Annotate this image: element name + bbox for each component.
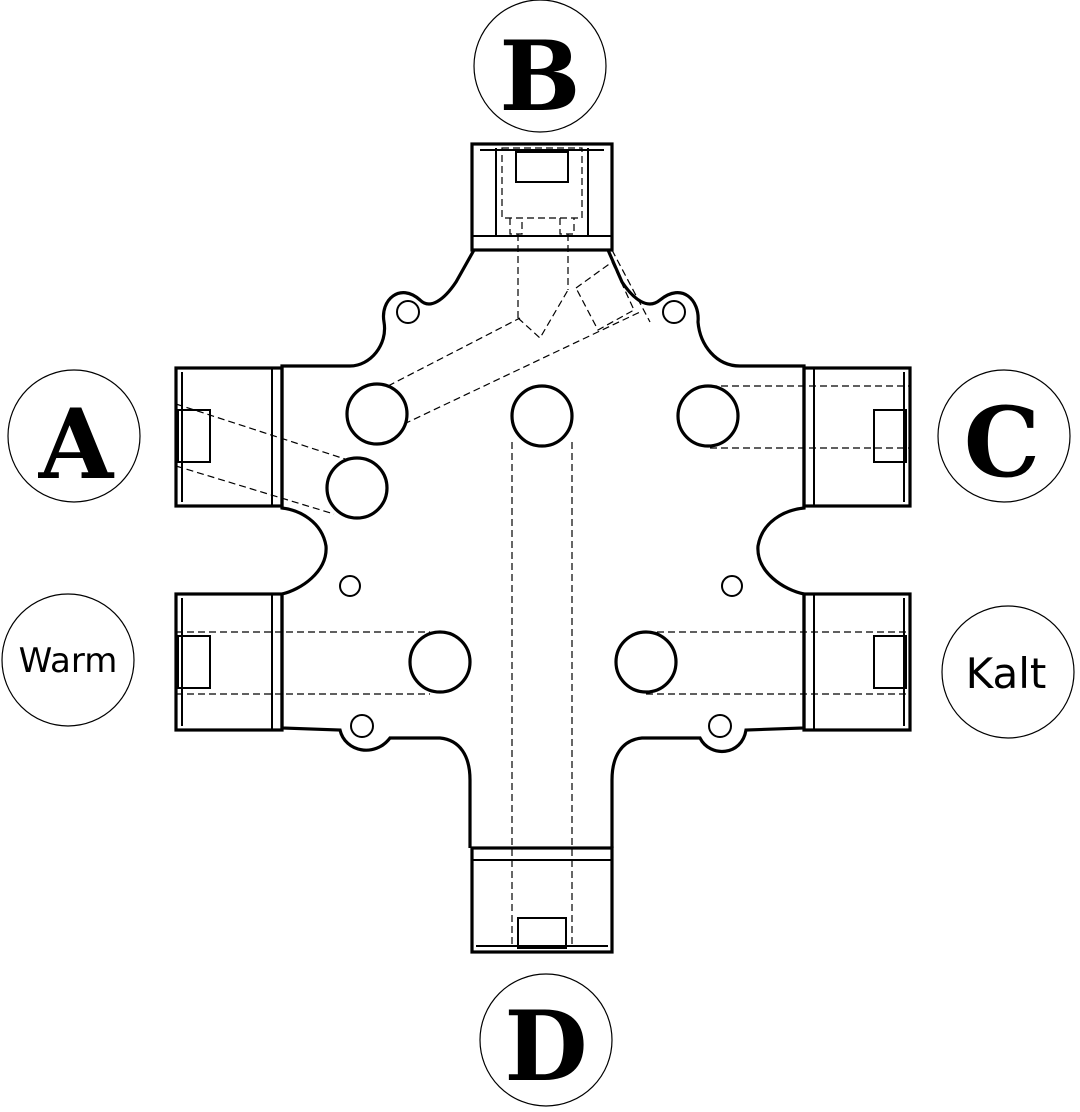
warm-port-housing [174, 592, 430, 732]
bore-hole [408, 630, 472, 694]
port-c-housing [710, 366, 912, 508]
bore-hole [676, 384, 740, 448]
kalt-port-housing [646, 592, 912, 732]
bore-hole [614, 630, 678, 694]
label-warm-text: Warm [19, 641, 118, 681]
label-c: C [937, 369, 1071, 503]
mounting-hole [396, 300, 420, 324]
mounting-hole [708, 714, 732, 738]
label-kalt-text: Kalt [966, 649, 1047, 698]
label-warm: Warm [1, 593, 135, 727]
bore-hole [325, 456, 389, 520]
label-d-text: D [504, 990, 587, 1103]
port-b-housing [470, 142, 651, 339]
label-a: A [7, 369, 141, 503]
label-b-text: B [499, 20, 580, 133]
label-a-text: A [38, 388, 115, 501]
mounting-hole [339, 575, 361, 597]
label-kalt: Kalt [941, 605, 1075, 739]
bore-hole [345, 382, 409, 446]
mounting-holes [339, 300, 743, 738]
label-d: D [479, 973, 613, 1107]
internal-channels [387, 311, 641, 948]
bore-holes [325, 382, 740, 694]
port-a-housing [174, 366, 349, 515]
label-c-text: C [964, 386, 1040, 499]
label-b: B [473, 0, 607, 133]
bore-hole [510, 384, 574, 448]
mounting-hole [350, 714, 374, 738]
mounting-hole [721, 575, 743, 597]
manifold-body-outline [280, 249, 806, 848]
port-d-housing [470, 846, 614, 954]
mounting-hole [662, 300, 686, 324]
